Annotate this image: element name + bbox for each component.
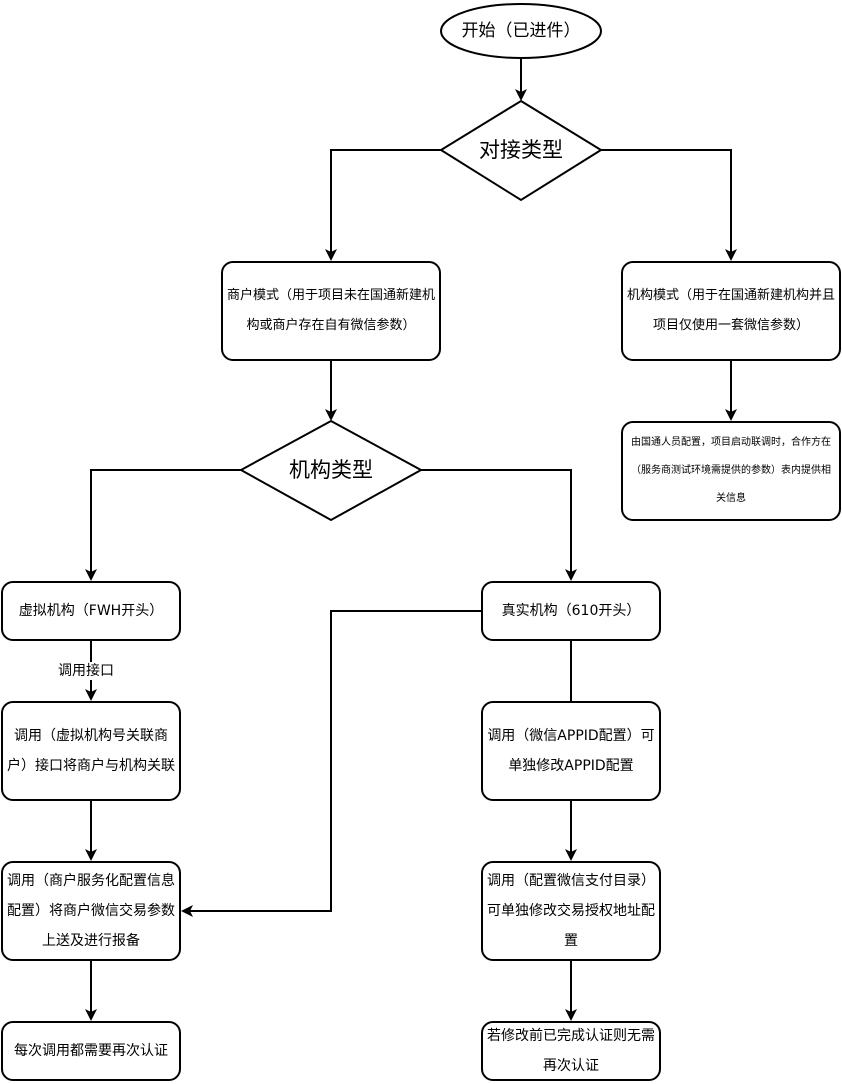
virtual-org-label: 虚拟机构（FWH开头）: [18, 603, 164, 619]
edge-org-to-virtual: [85, 469, 241, 581]
integration-type-decision: 对接类型: [451, 126, 591, 174]
institution-config-label: 由国通人员配置，项目启动联调时，合作方在（服务商测试环境需提供的参数）表内提供相…: [631, 437, 831, 504]
reauth-every-time-label: 每次调用都需要再次认证: [14, 1043, 168, 1059]
start-node: 开始（已进件）: [441, 4, 601, 58]
call-pay-dir-config-label: 调用（配置微信支付目录）可单独修改交易授权地址配置: [487, 873, 655, 949]
call-appid-config-label: 调用（微信APPID配置）可单独修改APPID配置: [487, 728, 655, 774]
edge-org-to-real: [421, 469, 577, 581]
org-type-decision: 机构类型: [261, 446, 401, 494]
no-reauth-label: 若修改前已完成认证则无需再次认证: [487, 1028, 655, 1074]
call-virtual-link-box: 调用（虚拟机构号关联商户）接口将商户与机构关联: [1, 701, 181, 801]
call-service-config-label: 调用（商户服务化配置信息配置）将商户微信交易参数上送及进行报备: [7, 873, 175, 949]
reauth-every-time-box: 每次调用都需要再次认证: [1, 1021, 181, 1081]
edge-real-to-service-config: [181, 610, 481, 917]
call-virtual-link-label: 调用（虚拟机构号关联商户）接口将商户与机构关联: [7, 728, 175, 774]
no-reauth-box: 若修改前已完成认证则无需再次认证: [481, 1021, 661, 1081]
real-org-label: 真实机构（610开头）: [501, 603, 641, 619]
integration-decision-shape: [439, 99, 603, 202]
edge-integration-to-merchant-mode: [325, 149, 441, 261]
call-pay-dir-config-box: 调用（配置微信支付目录）可单独修改交易授权地址配置: [481, 861, 661, 961]
edge-label-call-api: 调用接口: [56, 662, 116, 680]
start-node-shape: [440, 3, 602, 59]
edge-integration-to-institution-mode: [601, 149, 737, 261]
call-service-config-box: 调用（商户服务化配置信息配置）将商户微信交易参数上送及进行报备: [1, 861, 181, 961]
org-type-label: 机构类型: [289, 458, 373, 482]
merchant-mode-box: 商户模式（用于项目未在国通新建机构或商户存在自有微信参数）: [221, 261, 441, 361]
call-appid-config-box: 调用（微信APPID配置）可单独修改APPID配置: [481, 701, 661, 801]
institution-config-box: 由国通人员配置，项目启动联调时，合作方在（服务商测试环境需提供的参数）表内提供相…: [621, 421, 841, 521]
virtual-org-box: 虚拟机构（FWH开头）: [1, 581, 181, 641]
institution-mode-label: 机构模式（用于在国通新建机构并且项目仅使用一套微信参数）: [627, 288, 836, 333]
real-org-box: 真实机构（610开头）: [481, 581, 661, 641]
institution-mode-box: 机构模式（用于在国通新建机构并且项目仅使用一套微信参数）: [621, 261, 841, 361]
merchant-mode-label: 商户模式（用于项目未在国通新建机构或商户存在自有微信参数）: [227, 288, 436, 333]
start-node-label: 开始（已进件）: [461, 21, 581, 41]
integration-type-label: 对接类型: [479, 138, 563, 162]
org-decision-shape: [238, 419, 424, 522]
